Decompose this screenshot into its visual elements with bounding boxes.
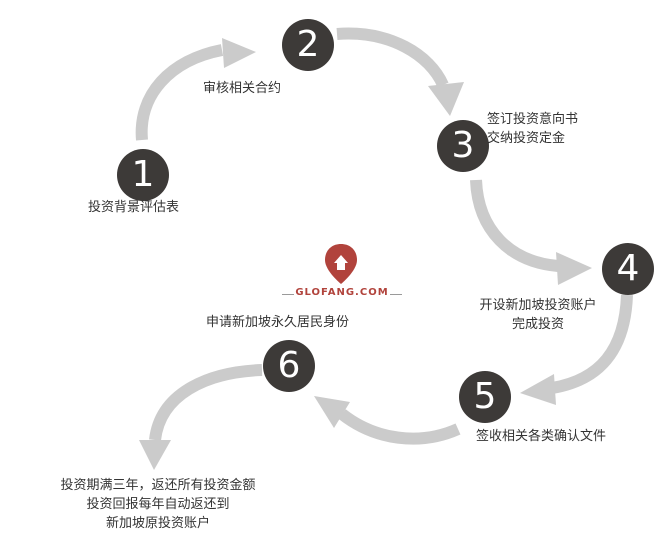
step-6-circle: 6 (263, 340, 315, 392)
final-note-line-2: 投资回报每年自动返还到 (86, 497, 230, 512)
step-3-label-line-2: 交纳投资定金 (487, 131, 566, 146)
final-note-line-3: 新加坡原投资账户 (105, 516, 210, 531)
arrowhead-3-to-4 (556, 252, 592, 285)
arrow-5-to-6 (338, 409, 461, 445)
final-note: 投资期满三年，返还所有投资金额 投资回报每年自动返还到 新加坡原投资账户 (52, 476, 264, 533)
arrowhead-1-to-2 (222, 38, 256, 68)
final-note-line-1: 投资期满三年，返还所有投资金额 (60, 478, 256, 493)
arrowhead-5-to-6 (314, 396, 350, 428)
step-3-label-line-1: 签订投资意向书 (487, 112, 579, 127)
arrow-6-to-end (149, 364, 263, 441)
step-6-label: 申请新加坡永久居民身份 (206, 313, 349, 332)
arrowhead-4-to-5 (520, 374, 556, 405)
step-4-label: 开设新加坡投资账户 完成投资 (472, 296, 604, 334)
brand-logo: GLOFANG.COM (282, 243, 402, 303)
logo-rule-left (282, 294, 294, 295)
step-6-label-line: 申请新加坡永久居民身份 (206, 315, 350, 330)
arrow-1-to-2 (135, 44, 224, 141)
brand-name: GLOFANG.COM (295, 287, 389, 298)
logo-rule-right (390, 294, 402, 295)
arrow-2-to-3 (336, 27, 449, 88)
step-2-label-line: 审核相关合约 (203, 81, 282, 96)
step-5-label: 签收相关各类确认文件 (476, 427, 606, 446)
map-pin-logo-icon (325, 244, 357, 284)
arrow-4-to-5 (550, 294, 633, 394)
step-3-circle: 3 (437, 120, 489, 172)
step-2-label: 审核相关合约 (203, 79, 281, 98)
step-3-label: 签订投资意向书 交纳投资定金 (487, 110, 578, 148)
step-4-label-line-1: 开设新加坡投资账户 (479, 298, 597, 313)
arrow-3-to-4 (470, 179, 559, 272)
step-1-circle: 1 (117, 149, 169, 201)
arrowhead-2-to-3 (428, 82, 464, 116)
step-4-label-line-2: 完成投资 (511, 317, 564, 332)
step-5-label-line: 签收相关各类确认文件 (476, 429, 607, 444)
step-1-label-line: 投资背景评估表 (88, 200, 180, 215)
arrowhead-6-to-end (139, 440, 171, 470)
step-2-circle: 2 (282, 19, 334, 71)
step-5-circle: 5 (459, 371, 511, 423)
step-4-circle: 4 (602, 243, 654, 295)
step-1-label: 投资背景评估表 (88, 198, 179, 217)
